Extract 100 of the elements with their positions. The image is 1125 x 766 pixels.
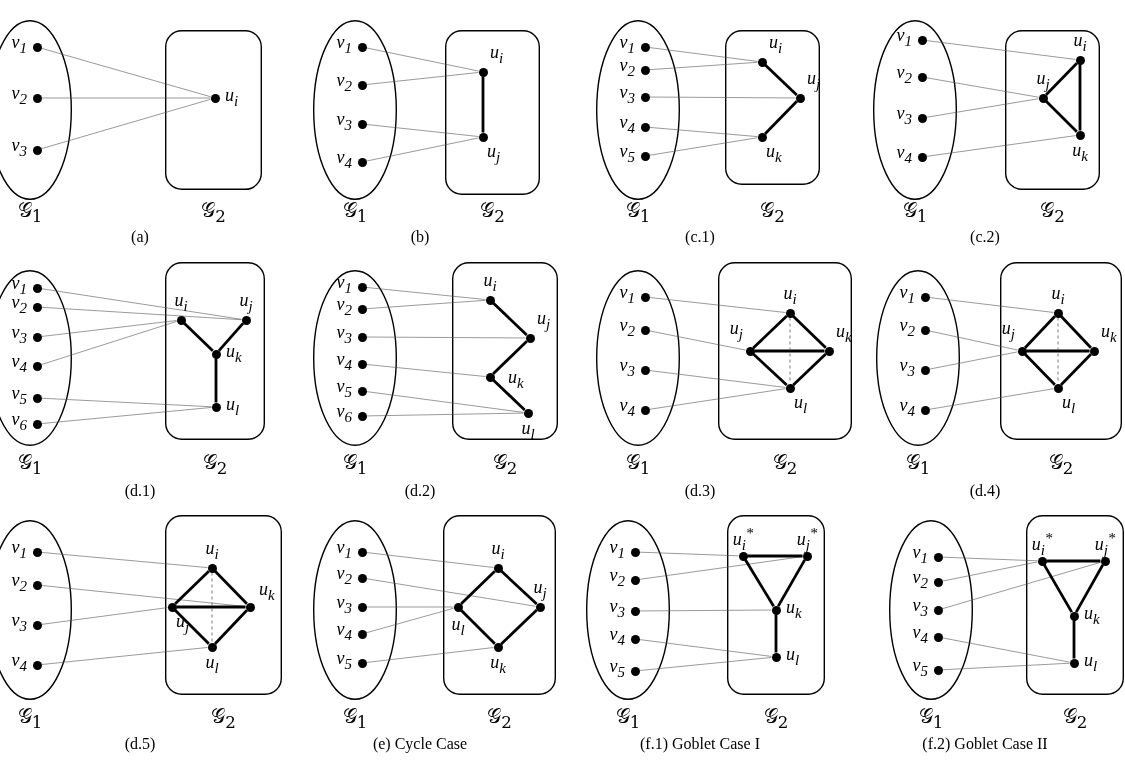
edge-line	[174, 609, 210, 645]
vertex-label: v$_{3}$	[11, 323, 27, 347]
vertex-label: u$_{i}$	[490, 43, 504, 67]
edge-line	[492, 379, 526, 411]
vertex-label: u$_{l}$	[521, 419, 535, 443]
edge-line	[481, 76, 485, 133]
vertex-dot	[167, 602, 177, 612]
edge-line	[639, 556, 803, 580]
vertex-dot	[245, 602, 255, 612]
graph-ellipse	[0, 520, 72, 728]
vertex-label: v$_{2}$	[896, 63, 912, 87]
graph-ellipse	[313, 20, 397, 222]
vertex-dot	[32, 302, 42, 312]
graph-label: 𝒢$_{2}$	[1048, 452, 1074, 479]
edge-line	[41, 47, 211, 98]
edge-line	[41, 320, 177, 337]
vertex-dot	[485, 295, 495, 305]
edge-line	[366, 606, 454, 608]
vertex-dot	[917, 152, 927, 162]
edge-line	[214, 570, 248, 605]
vertex-label: v$_{2}$	[899, 316, 915, 340]
edge-line	[764, 64, 798, 96]
edge-line	[217, 322, 245, 352]
edge-line	[942, 561, 1038, 582]
vertex-dot	[1100, 556, 1110, 566]
vertex-label: u$_{l}$	[226, 395, 240, 419]
graph-ellipse	[889, 520, 973, 728]
graph-ellipse	[876, 270, 960, 474]
vertex-label: v$_{2}$	[619, 56, 635, 80]
vertex-label: v$_{4}$	[619, 113, 635, 137]
edge-line	[41, 321, 177, 365]
vertex-label: u$_{j}$	[537, 309, 551, 333]
vertex-dot	[630, 575, 640, 585]
vertex-dot	[640, 365, 650, 375]
graph-label: 𝒢$_{2}$	[763, 706, 789, 733]
edge-line	[366, 552, 494, 568]
edge-line	[41, 98, 211, 150]
vertex-dot	[920, 325, 930, 335]
edge-line	[366, 300, 486, 309]
panel-caption: (e) Cycle Case	[372, 735, 468, 753]
edge-line	[649, 96, 796, 99]
vertex-dot	[824, 346, 834, 356]
vertex-label: u$_{k}$	[1072, 141, 1088, 165]
vertex-dot	[32, 283, 42, 293]
vertex-dot	[357, 602, 367, 612]
graph-label: 𝒢$_{1}$	[625, 200, 651, 227]
edge-line	[366, 47, 479, 72]
vertex-label: u$_{l}$	[794, 393, 808, 417]
vertex-label: v$_{1}$	[11, 538, 27, 562]
edge-line	[1045, 62, 1078, 96]
graph-ellipse	[313, 270, 397, 474]
vertex-label: v$_{1}$	[912, 543, 928, 567]
vertex-dot	[1053, 383, 1063, 393]
edge-line	[764, 100, 798, 135]
edge-line	[500, 609, 538, 645]
vertex-label: u$_{l}$	[1062, 393, 1076, 417]
panel-caption: (f.1) Goblet Case I	[640, 735, 760, 753]
vertex-label: v$_{2}$	[336, 71, 352, 95]
vertex-dot	[771, 652, 781, 662]
vertex-label: v$_{4}$	[619, 396, 635, 420]
graph-box	[718, 262, 852, 474]
vertex-label: v$_{5}$	[609, 657, 625, 681]
vertex-dot	[1075, 55, 1085, 65]
vertex-dot	[207, 563, 217, 573]
vertex-dot	[357, 359, 367, 369]
edge-line	[1078, 64, 1082, 131]
vertex-label: u$_{k}$	[836, 322, 852, 346]
vertex-label: u$_{j}$	[533, 578, 547, 602]
graph-box	[1005, 30, 1100, 222]
edge-line	[1046, 559, 1101, 563]
vertex-dot	[630, 634, 640, 644]
vertex-label: v$_{1}$	[11, 33, 27, 57]
vertex-dot	[32, 580, 42, 590]
graph-box	[1000, 262, 1122, 474]
vertex-dot	[32, 393, 42, 403]
graph-label: 𝒢$_{2}$	[487, 706, 512, 733]
vertex-label: v$_{1}$	[896, 26, 912, 50]
edge-line	[41, 607, 168, 625]
vertex-label: u$_{k}$	[1101, 322, 1117, 346]
panel-caption: (c.1)	[685, 228, 715, 246]
vertex-label: v$_{5}$	[336, 649, 352, 673]
vertex-dot	[210, 93, 220, 103]
vertex-dot	[357, 157, 367, 167]
graph-label: 𝒢$_{1}$	[902, 200, 928, 227]
edge-line	[366, 391, 524, 413]
graph-label: 𝒢$_{2}$	[480, 200, 505, 227]
vertex-label: u$_{i}$	[174, 291, 188, 315]
edge-line	[460, 570, 496, 605]
vertex-dot	[802, 551, 812, 561]
vertex-label: u$_{i}$	[783, 284, 797, 308]
vertex-dot	[357, 411, 367, 421]
vertex-dot	[211, 349, 221, 359]
vertex-label: v$_{5}$	[336, 377, 352, 401]
dashed-edge-line	[211, 572, 213, 643]
vertex-dot	[640, 42, 650, 52]
edge-line	[366, 137, 479, 162]
graph-box	[452, 262, 558, 474]
edge-line	[942, 637, 1070, 663]
graph-label: 𝒢$_{1}$	[17, 452, 43, 479]
vertex-dot	[493, 642, 503, 652]
